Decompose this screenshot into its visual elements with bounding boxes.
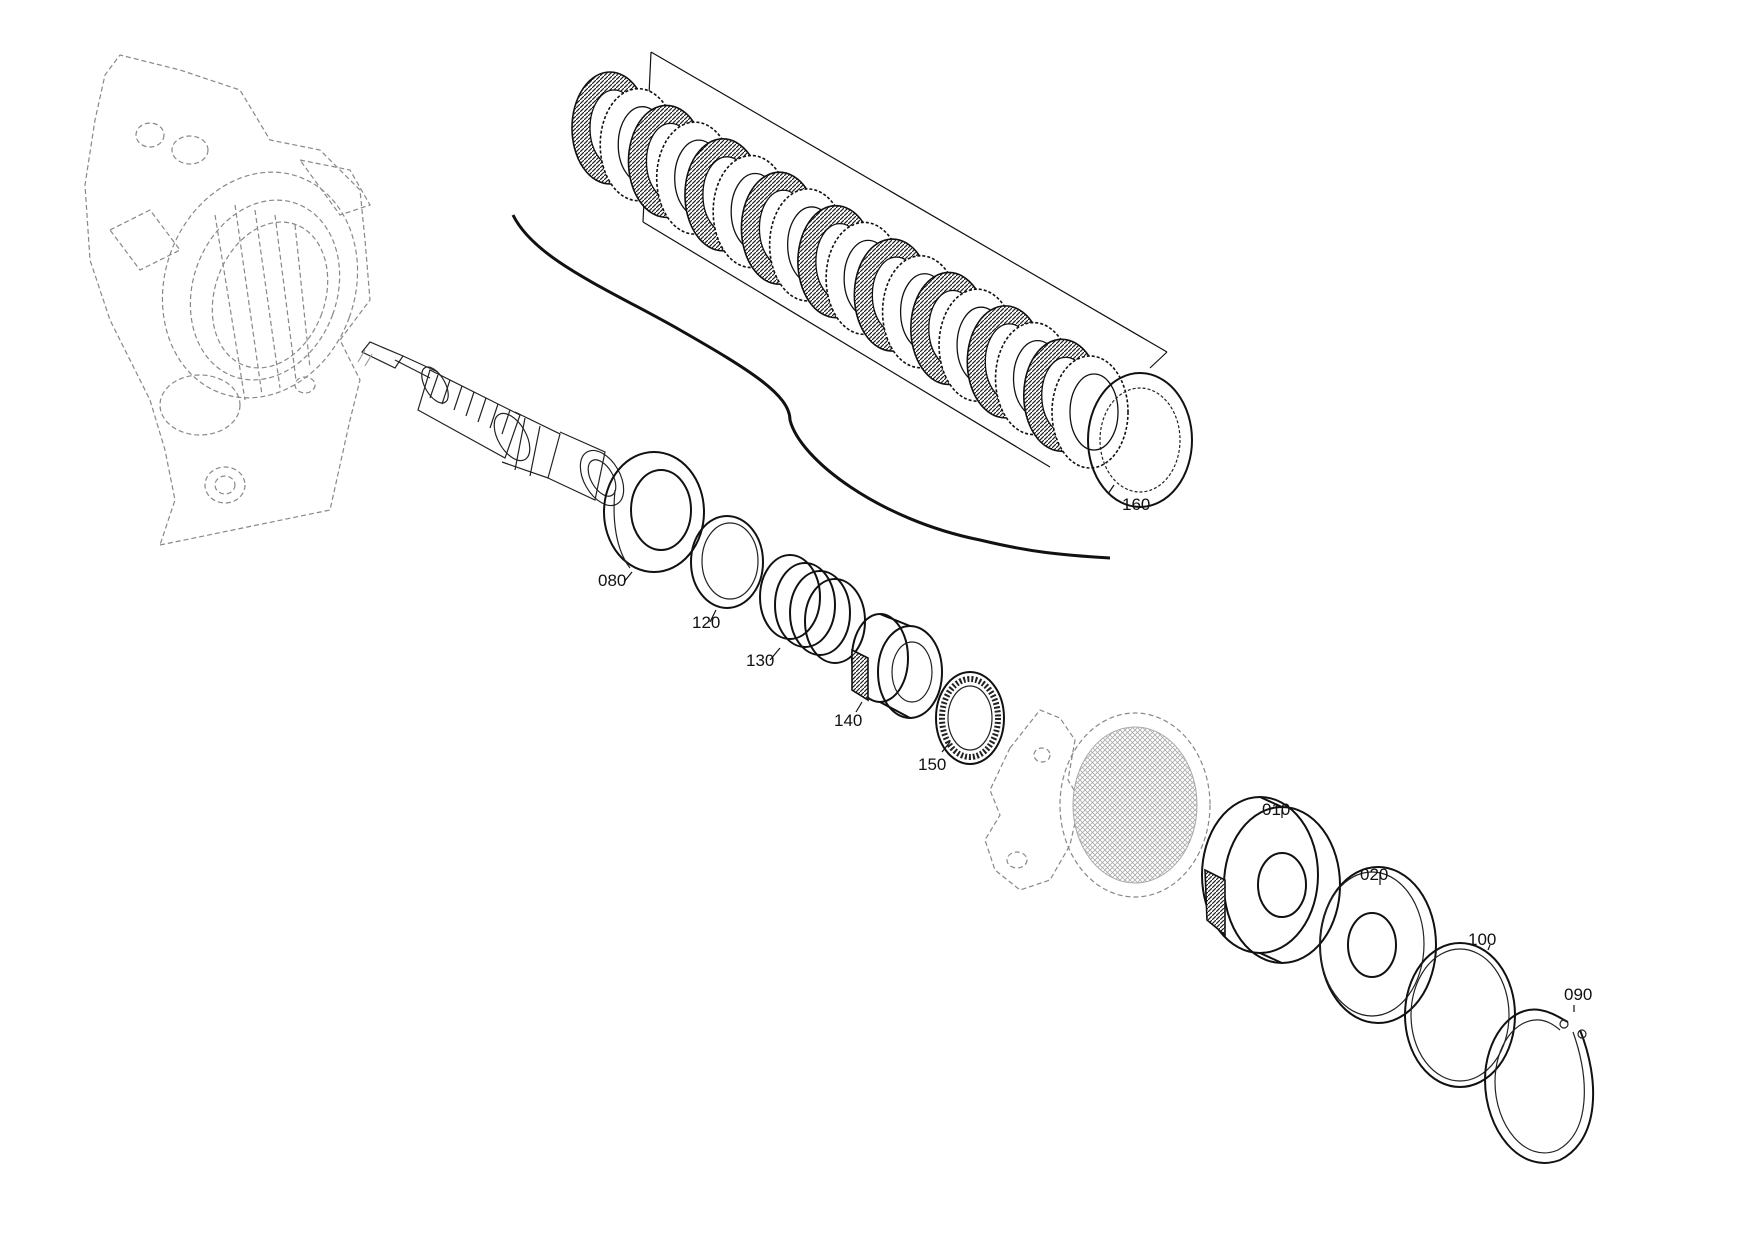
callout-120: 120 bbox=[692, 613, 720, 632]
callout-080: 080 bbox=[598, 571, 626, 590]
part-130-spring bbox=[759, 554, 866, 664]
callout-150: 150 bbox=[918, 755, 946, 774]
part-120-seal-ring bbox=[690, 515, 764, 609]
ghost-carrier bbox=[984, 709, 1081, 891]
ghost-gear bbox=[1059, 712, 1211, 898]
part-090-circlip bbox=[1483, 1008, 1595, 1164]
part-020-backing-plate bbox=[1319, 866, 1437, 1024]
clutch-disk-bore bbox=[1069, 373, 1119, 451]
callout-010: 010 bbox=[1262, 800, 1290, 819]
friction-disk-160 bbox=[1087, 372, 1193, 508]
part-010-piston bbox=[1201, 796, 1341, 964]
callout-090: 090 bbox=[1564, 985, 1592, 1004]
part-100-snap-ring bbox=[1404, 942, 1516, 1088]
callout-100: 100 bbox=[1468, 930, 1496, 949]
clutch-disk-pack bbox=[511, 51, 1193, 560]
transmission-housing bbox=[84, 54, 371, 546]
part-140-needle-bearing bbox=[851, 613, 943, 719]
part-150-thrust-washer bbox=[935, 671, 1005, 765]
input-shaft bbox=[357, 341, 625, 507]
part-080-thrust-ring bbox=[603, 451, 705, 573]
callout-020: 020 bbox=[1360, 865, 1388, 884]
callout-130: 130 bbox=[746, 651, 774, 670]
callout-140: 140 bbox=[834, 711, 862, 730]
callout-160: 160 bbox=[1122, 495, 1150, 514]
